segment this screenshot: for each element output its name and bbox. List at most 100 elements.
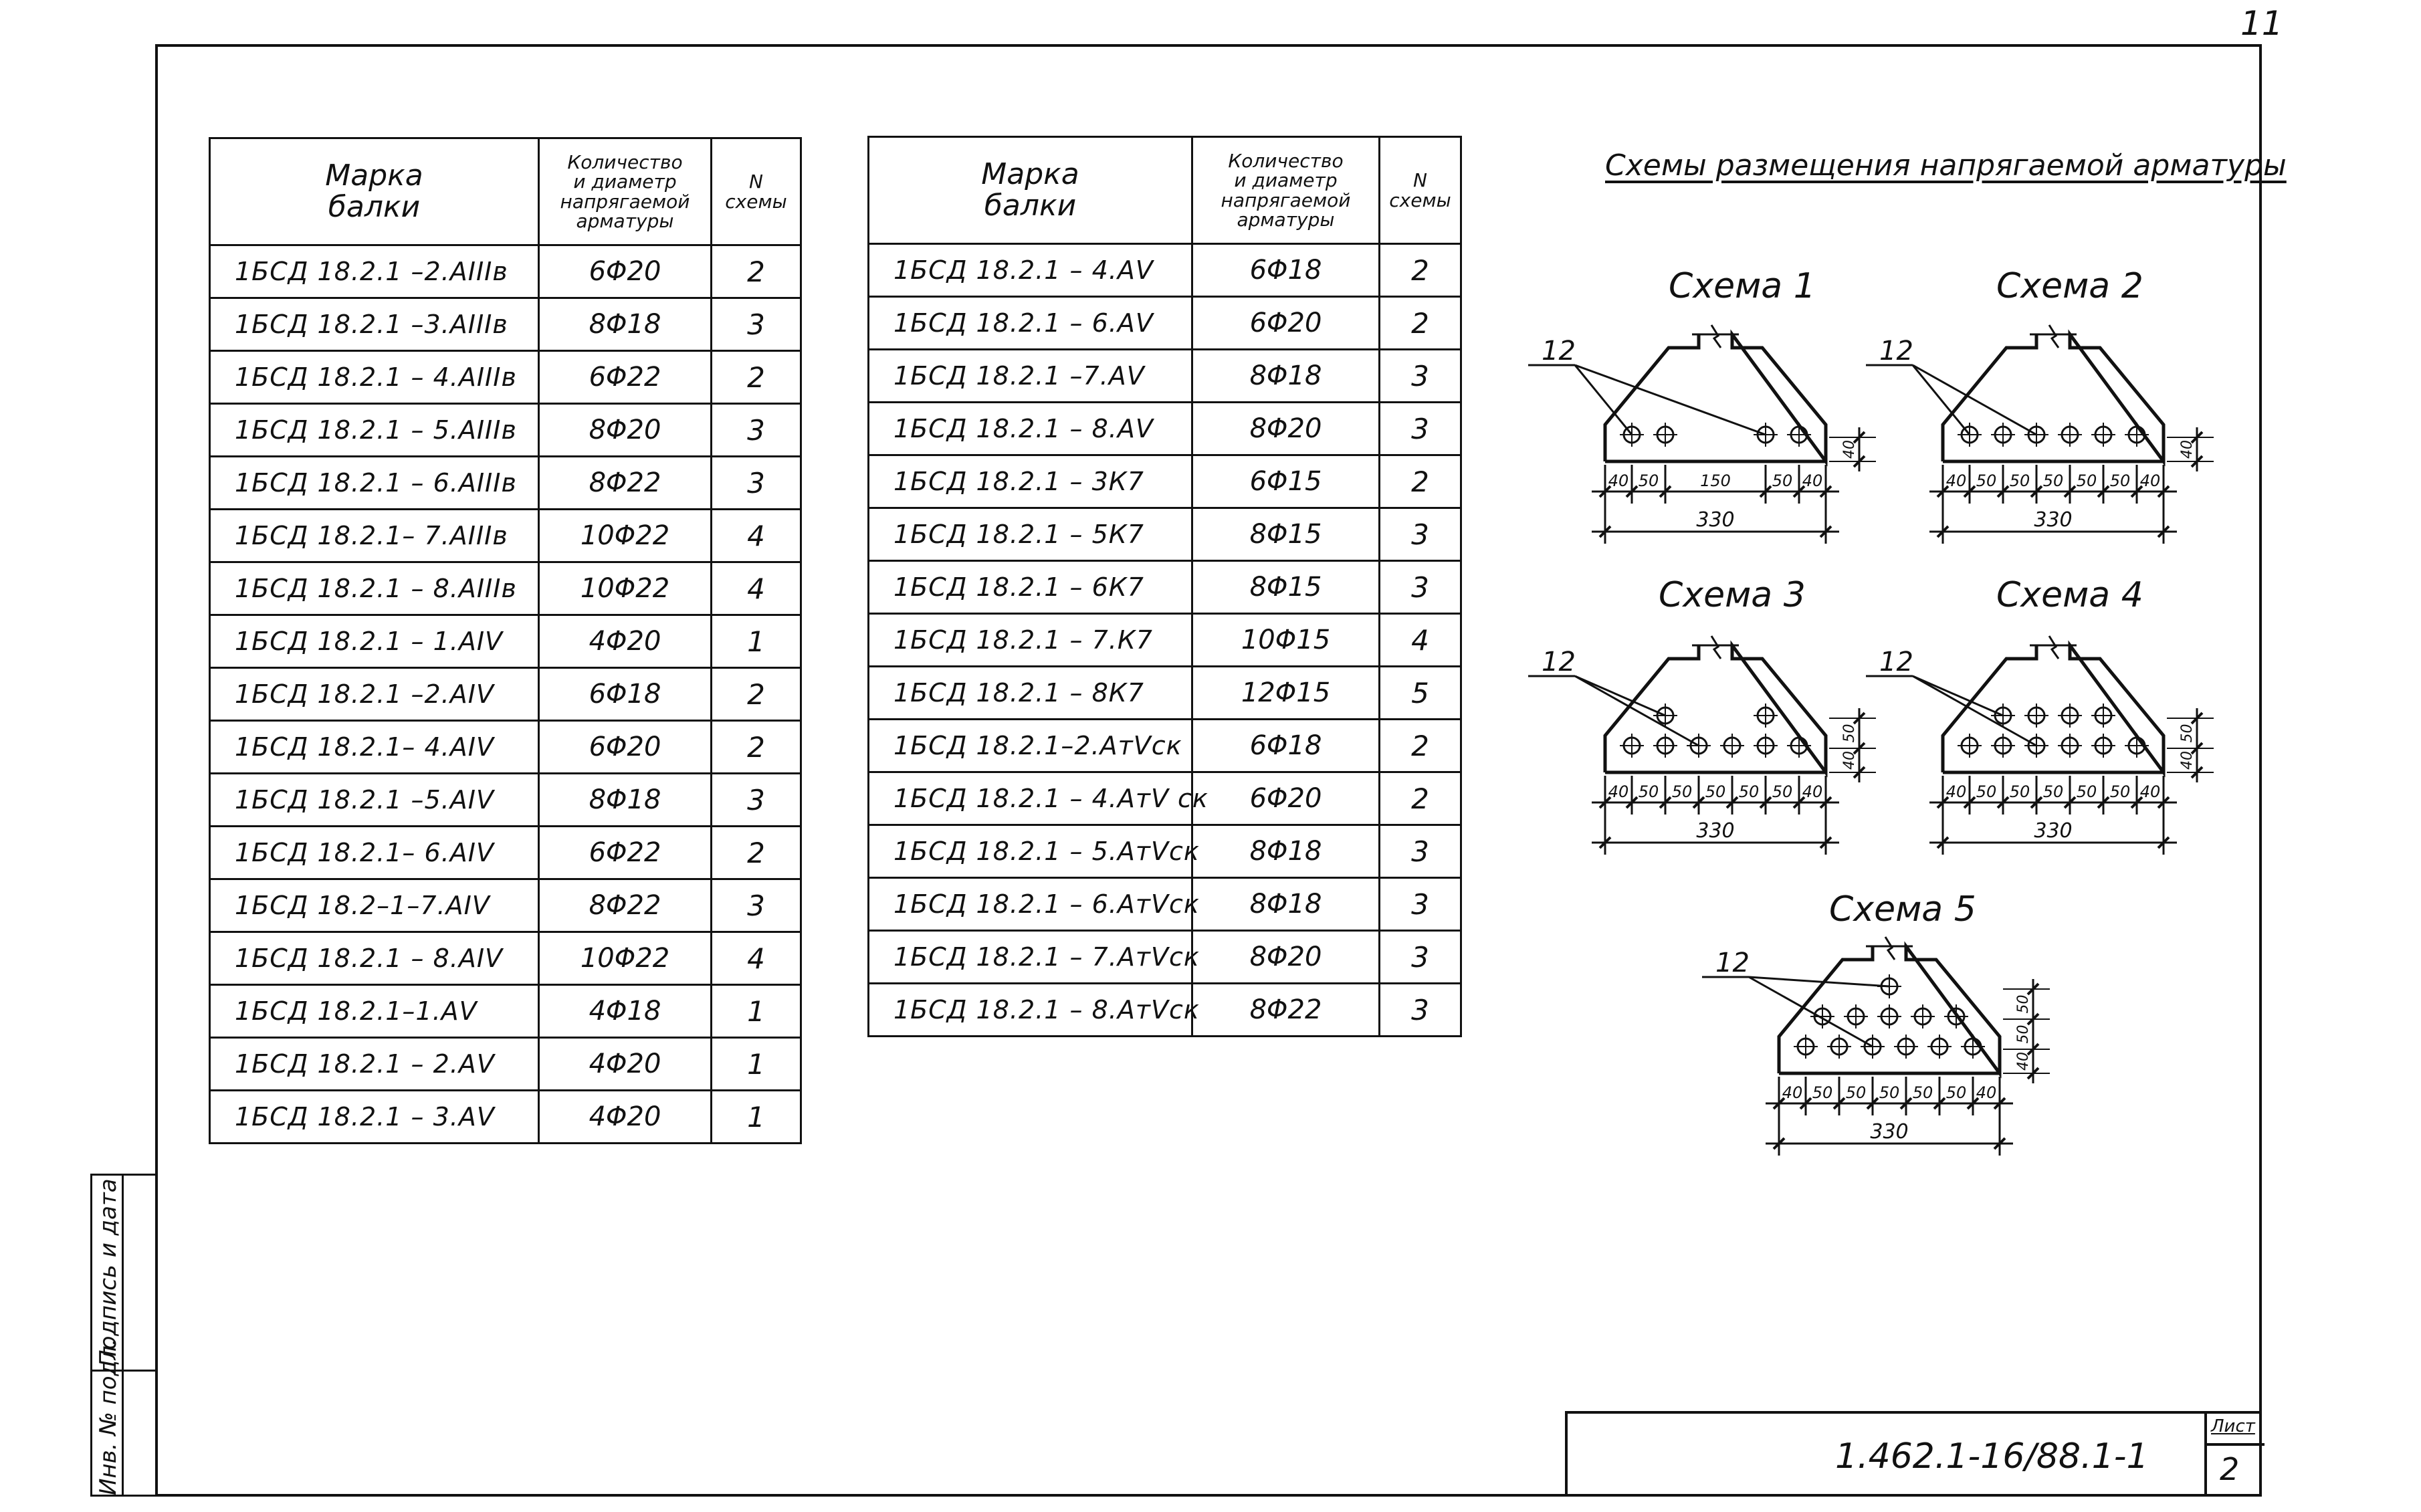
pointer-label: 12	[1715, 948, 1750, 978]
cell-scheme: 3	[1378, 982, 1462, 1037]
vertical-dimension-label: 40	[2015, 1052, 2032, 1071]
cell-scheme: 3	[1378, 401, 1462, 456]
break-line	[1710, 635, 1722, 659]
cell-mark: 1БСД 18.2.1–1.АV	[209, 984, 540, 1039]
cell-qty: 8Φ22	[538, 455, 712, 510]
break-line	[1710, 324, 1722, 348]
vertical-dimension-label: 40	[2179, 440, 2196, 459]
dimension-label: 50	[1705, 782, 1726, 801]
scheme-label-4: Схема 4	[1996, 575, 2143, 615]
cell-qty: 4Φ20	[538, 614, 712, 669]
dimension-label: 50	[1772, 471, 1793, 490]
header-mark: Марка балки	[867, 136, 1193, 245]
dimension-label: 50	[2010, 782, 2030, 801]
cell-scheme: 5	[1378, 665, 1462, 720]
pointer-label: 12	[1542, 336, 1576, 366]
cell-qty: 4Φ20	[538, 1037, 712, 1091]
cell-mark: 1БСД 18.2.1 – 6.АV	[867, 296, 1193, 350]
reinforcement-table-1: Марка балки Количество и диаметр напряга…	[209, 137, 802, 1144]
dimension-label: 50	[2043, 471, 2064, 490]
table-header-row: Марка балки Количество и диаметр напряга…	[867, 136, 1462, 245]
cell-scheme: 3	[1378, 348, 1462, 403]
cell-scheme: 3	[1378, 507, 1462, 562]
cell-scheme: 2	[1378, 296, 1462, 350]
dimension-label: 50	[1739, 782, 1760, 801]
cell-scheme: 2	[710, 825, 802, 880]
cell-mark: 1БСД 18.2.1 – 8.АV	[867, 401, 1193, 456]
cell-scheme: 2	[710, 244, 802, 299]
cell-scheme: 4	[710, 508, 802, 563]
header-mark: Марка балки	[209, 137, 540, 246]
break-line	[2048, 635, 2060, 659]
dimension-label: 50	[2110, 782, 2131, 801]
cell-qty: 6Φ18	[538, 667, 712, 722]
cell-mark: 1БСД 18.2.1 –7.АV	[867, 348, 1193, 403]
cell-mark: 1БСД 18.2.1 – 3К7	[867, 454, 1193, 509]
cell-mark: 1БСД 18.2.1 – 8К7	[867, 665, 1193, 720]
dimension-label: 50	[1976, 782, 1997, 801]
cell-qty: 6Φ18	[1191, 718, 1380, 773]
break-line	[2048, 324, 2060, 348]
cell-qty: 6Φ20	[538, 244, 712, 299]
dimension-label: 50	[2077, 471, 2097, 490]
cell-mark: 1БСД 18.2.1 –2.АIIIв	[209, 244, 540, 299]
cell-mark: 1БСД 18.2.1 – 4.АV	[867, 243, 1193, 298]
cell-qty: 10Φ22	[538, 561, 712, 616]
scheme-label-2: Схема 2	[1996, 266, 2143, 306]
total-dimension-label: 330	[2034, 819, 2072, 843]
cell-qty: 10Φ22	[538, 508, 712, 563]
cell-mark: 1БСД 18.2.1 – 4.АтV ск	[867, 771, 1208, 826]
cell-qty: 6Φ20	[1191, 296, 1380, 350]
cell-mark: 1БСД 18.2.1– 4.АIV	[209, 720, 540, 774]
sheet-number: 2	[2220, 1451, 2240, 1487]
vertical-dimension-label: 50	[2015, 995, 2032, 1014]
vertical-dimension-label: 50	[2179, 724, 2196, 743]
dimension-label: 150	[1700, 471, 1731, 490]
dimension-label: 40	[1802, 471, 1823, 490]
dimension-label: 40	[1608, 782, 1629, 801]
dimension-label: 50	[1846, 1083, 1867, 1102]
cell-scheme: 3	[1378, 824, 1462, 879]
title-block: 1.462.1-16/88.1-1 Лист 2	[1565, 1411, 2265, 1497]
break-line	[1884, 936, 1896, 960]
cell-mark: 1БСД 18.2.1 – 3.АV	[209, 1089, 540, 1144]
beam-section-outline	[1603, 329, 1828, 467]
cell-scheme: 3	[710, 878, 802, 933]
cell-mark: 1БСД 18.2.1 – 1.АIV	[209, 614, 540, 669]
cell-scheme: 3	[710, 772, 802, 827]
dimension-label: 50	[1946, 1083, 1967, 1102]
cell-mark: 1БСД 18.2.1 – 8.АIIIв	[209, 561, 540, 616]
reinforcement-table-2: Марка балки Количество и диаметр напряга…	[867, 136, 1462, 1037]
dimension-label: 40	[1802, 782, 1823, 801]
cell-qty: 8Φ20	[1191, 930, 1380, 984]
cell-scheme: 3	[710, 297, 802, 352]
cell-qty: 8Φ18	[1191, 824, 1380, 879]
dimension-label: 50	[1879, 1083, 1900, 1102]
vertical-dimension-label: 40	[1841, 440, 1858, 459]
total-dimension-label: 330	[1696, 508, 1734, 532]
cell-scheme: 2	[710, 667, 802, 722]
cell-mark: 1БСД 18.2.1 – 7.К7	[867, 613, 1193, 667]
cell-scheme: 1	[710, 984, 802, 1039]
